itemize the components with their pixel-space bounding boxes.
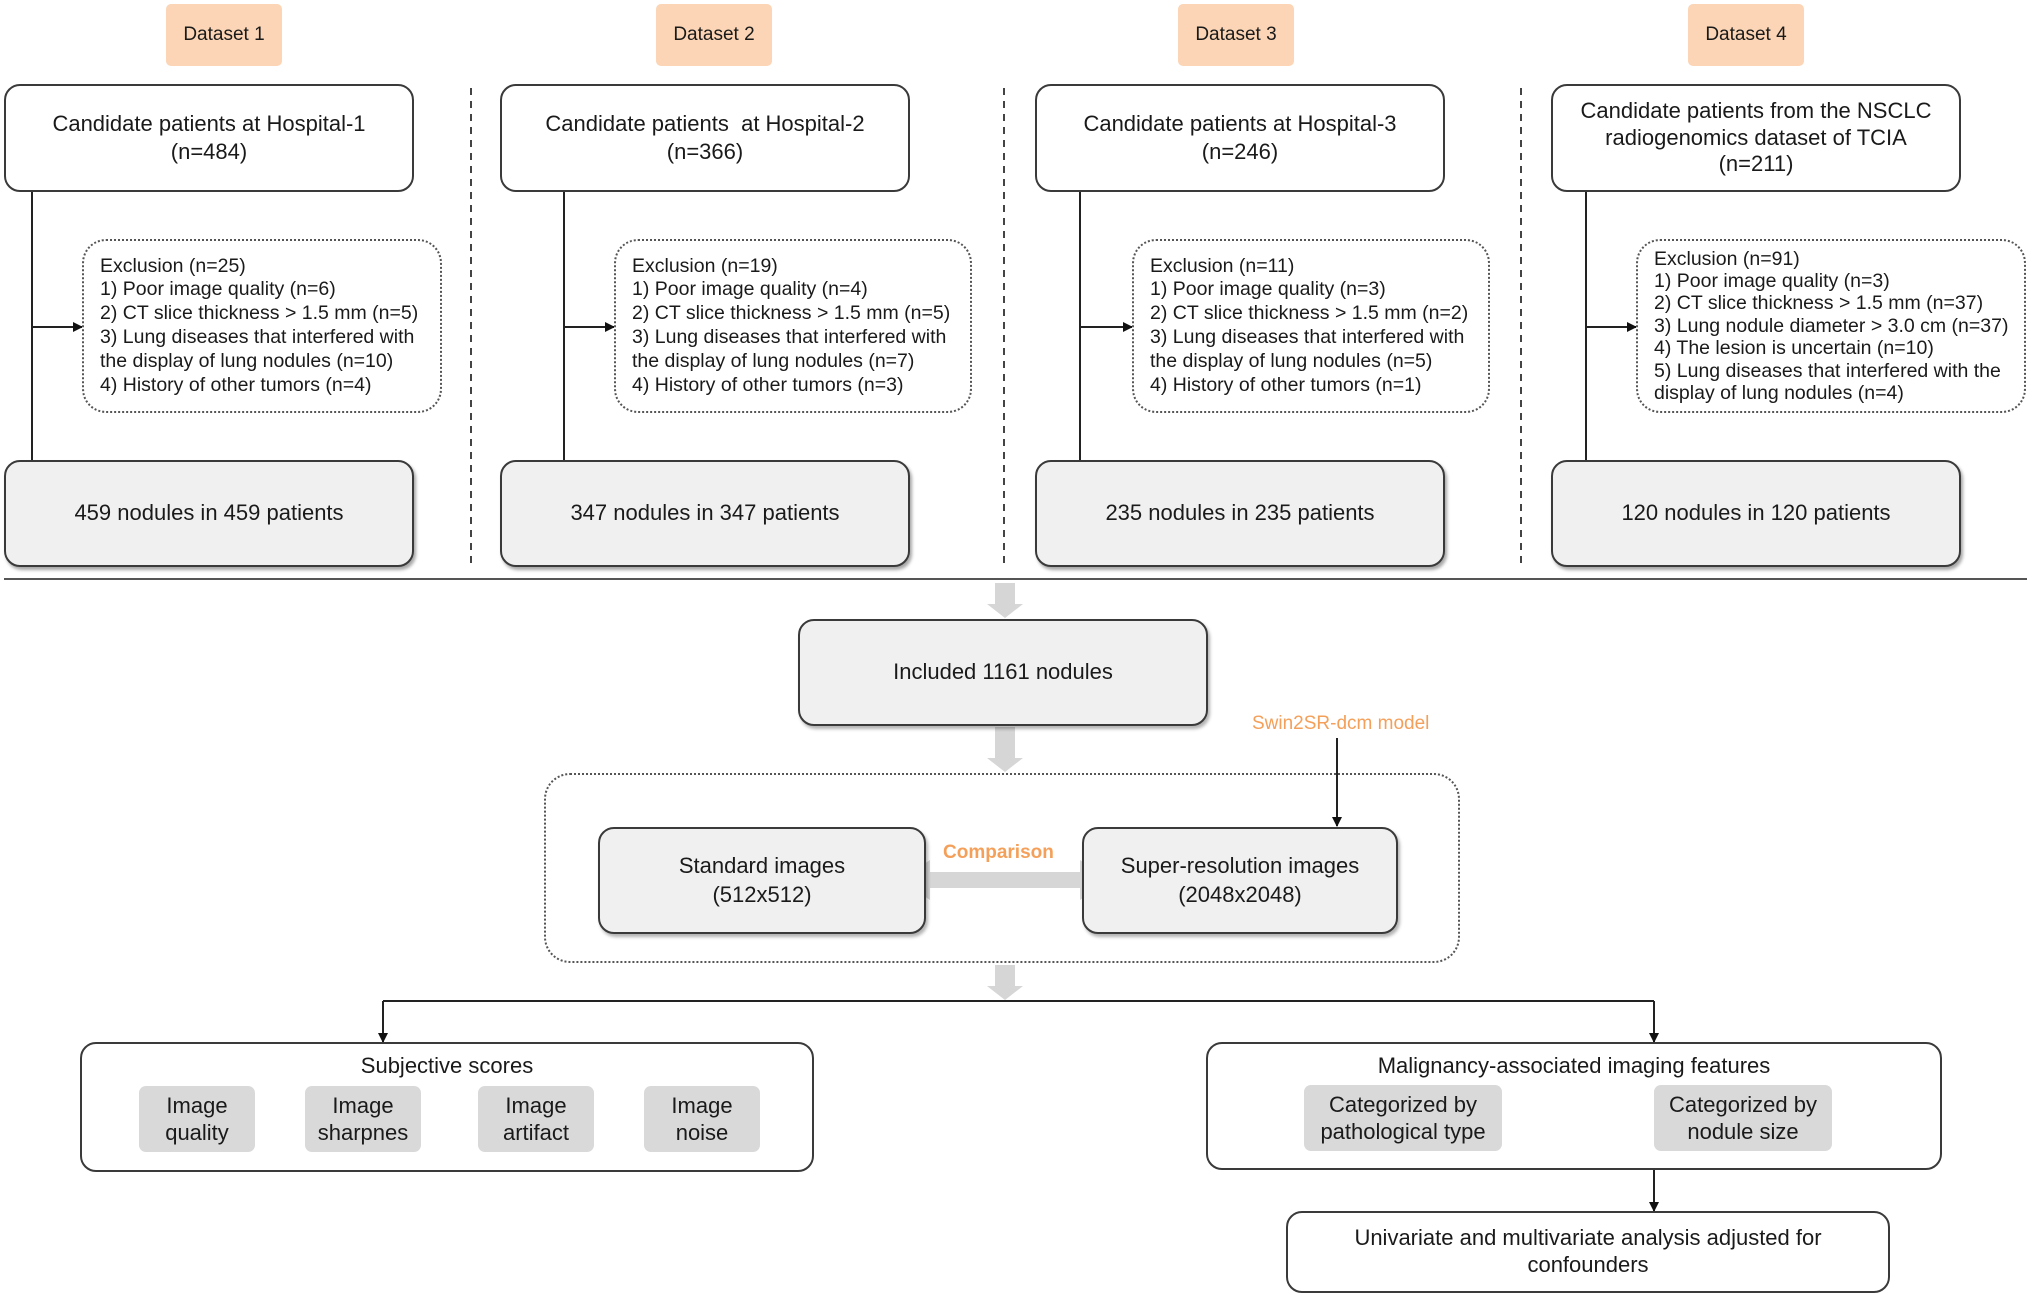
dataset-2-exclusion-line-6: 4) History of other tumors (n=3) (632, 373, 904, 396)
super-resolution-images-line-1: Super-resolution images (1120, 853, 1360, 879)
dataset-4-exclusion-line-2: 1) Poor image quality (n=3) (1654, 269, 1890, 292)
dataset-4-exclusion-box: Exclusion (n=91) 1) Poor image quality (… (1636, 239, 2026, 413)
standard-images-box: Standard images (512x512) (598, 827, 926, 934)
dataset-1-candidate-line-1: Candidate patients at Hospital-1 (52, 110, 366, 136)
dataset-3-exclusion-line-2: 1) Poor image quality (n=3) (1150, 278, 1386, 301)
dataset-3-exclusion-line-6: 4) History of other tumors (n=1) (1150, 373, 1422, 396)
dataset-2-tag-text: Dataset 2 (673, 23, 755, 45)
dataset-2-exclusion-line-4: 3) Lung diseases that interfered with (632, 326, 947, 348)
dataset-3-exclusion-line-4: 3) Lung diseases that interfered with (1150, 326, 1465, 348)
included-nodules-box: Included 1161 nodules (798, 619, 1208, 726)
standard-images-line-1: Standard images (678, 853, 846, 879)
dataset-1-exclusion-line-2: 1) Poor image quality (n=6) (100, 278, 336, 301)
dataset-3-tag-text: Dataset 3 (1195, 23, 1277, 45)
dataset-1-tag-text: Dataset 1 (183, 23, 265, 45)
dataset-1-exclusion-line-4: 3) Lung diseases that interfered with (100, 326, 415, 348)
chip-nodule-size: Categorized by nodule size (1654, 1085, 1832, 1151)
comparison-group (544, 773, 1460, 963)
dataset-3-result-text: 235 nodules in 235 patients (1105, 500, 1375, 526)
included-down-arrow (987, 727, 1023, 772)
dataset-1-exclusion-line-5: the display of lung nodules (n=10) (100, 349, 394, 372)
dataset-4-tag: Dataset 4 (1688, 4, 1804, 66)
dataset-2-exclusion-line-1: Exclusion (n=19) (632, 254, 778, 277)
dataset-3-exclusion-line-1: Exclusion (n=11) (1150, 254, 1295, 277)
dataset-4-exclusion-line-7: display of lung nodules (n=4) (1654, 382, 1904, 405)
dataset-3-tag: Dataset 3 (1178, 4, 1294, 66)
chip-image-artifact-line-2: artifact (502, 1120, 570, 1145)
super-resolution-images-line-2: (2048x2048) (1178, 881, 1302, 907)
dataset-1-exclusion-line-6: 4) History of other tumors (n=4) (100, 373, 372, 396)
subjective-scores-title: Subjective scores (360, 1053, 534, 1078)
dataset-2-candidate-box: Candidate patients at Hospital-2 (n=366) (500, 84, 910, 192)
dataset-2-exclusion-line-3: 2) CT slice thickness > 1.5 mm (n=5) (632, 302, 951, 325)
dataset-4-candidate-box: Candidate patients from the NSCLC radiog… (1551, 84, 1961, 192)
analysis-line-1: Univariate and multivariate analysis adj… (1354, 1225, 1822, 1251)
dataset-2-candidate-line-2: (n=366) (666, 139, 744, 164)
comparison-label: Comparison (943, 842, 1054, 863)
chip-image-quality-line-2: quality (165, 1120, 229, 1145)
dataset-2-result-text: 347 nodules in 347 patients (570, 500, 840, 526)
super-resolution-images-box: Super-resolution images (2048x2048) (1082, 827, 1398, 934)
dataset-4-exclusion-line-6: 5) Lung diseases that interfered with th… (1654, 359, 2001, 382)
chip-image-noise: Image noise (644, 1086, 760, 1152)
model-label: Swin2SR-dcm model (1252, 713, 1430, 734)
dataset-2-candidate-line-1: Candidate patients at Hospital-2 (545, 110, 865, 136)
dataset-2-exclusion-box: Exclusion (n=19) 1) Poor image quality (… (614, 239, 972, 413)
chip-image-noise-line-2: noise (675, 1120, 729, 1145)
dataset-1-result-text: 459 nodules in 459 patients (74, 500, 344, 526)
standard-images-line-2: (512x512) (712, 881, 812, 907)
dataset-2-result-box: 347 nodules in 347 patients (500, 460, 910, 567)
dataset-4-candidate-line-3: (n=211) (1718, 151, 1794, 177)
chip-nodule-size-line-1: Categorized by (1669, 1091, 1817, 1117)
dataset-1-exclusion-box: Exclusion (n=25) 1) Poor image quality (… (82, 239, 442, 413)
chip-pathological-type: Categorized by pathological type (1304, 1085, 1502, 1151)
outcome-down-arrow (987, 965, 1023, 1000)
dataset-2-exclusion-line-2: 1) Poor image quality (n=4) (632, 278, 868, 301)
chip-image-sharpness-line-1: Image (332, 1092, 394, 1118)
dataset-1-exclusion-line-3: 2) CT slice thickness > 1.5 mm (n=5) (100, 302, 419, 325)
dataset-4-exclusion-line-5: 4) The lesion is uncertain (n=10) (1654, 337, 1934, 360)
chip-pathological-type-line-1: Categorized by (1329, 1091, 1477, 1117)
dataset-4-result-box: 120 nodules in 120 patients (1551, 460, 1961, 567)
dataset-4-exclusion-line-3: 2) CT slice thickness > 1.5 mm (n=37) (1654, 292, 1984, 315)
dataset-2-exclusion-line-5: the display of lung nodules (n=7) (632, 349, 915, 372)
dataset-4-exclusion-line-1: Exclusion (n=91) (1654, 247, 1800, 270)
dataset-3-candidate-line-2: (n=246) (1201, 139, 1279, 164)
dataset-4-candidate-line-2: radiogenomics dataset of TCIA (1605, 124, 1907, 150)
dataset-1-tag: Dataset 1 (166, 4, 282, 66)
chip-image-noise-line-1: Image (671, 1092, 733, 1118)
analysis-box: Univariate and multivariate analysis adj… (1286, 1211, 1890, 1293)
chip-image-quality-line-1: Image (166, 1092, 228, 1118)
chip-image-sharpness-line-2: sharpnes (317, 1120, 409, 1145)
comparison-double-arrow (900, 860, 1110, 900)
dataset-1-candidate-line-2: (n=484) (170, 139, 248, 164)
dataset-4-result-text: 120 nodules in 120 patients (1621, 500, 1891, 526)
dataset-4-exclusion-line-4: 3) Lung nodule diameter > 3.0 cm (n=37) (1654, 314, 2009, 337)
dataset-3-result-box: 235 nodules in 235 patients (1035, 460, 1445, 567)
included-nodules-text: Included 1161 nodules (893, 659, 1113, 685)
dataset-3-exclusion-line-3: 2) CT slice thickness > 1.5 mm (n=2) (1150, 302, 1469, 325)
chip-nodule-size-line-2: nodule size (1687, 1119, 1799, 1144)
chip-image-quality: Image quality (139, 1086, 255, 1152)
chip-image-artifact: Image artifact (478, 1086, 594, 1152)
dataset-1-candidate-box: Candidate patients at Hospital-1 (n=484) (4, 84, 414, 192)
dataset-3-exclusion-line-5: the display of lung nodules (n=5) (1150, 349, 1433, 372)
malignancy-features-title: Malignancy-associated imaging features (1377, 1053, 1771, 1078)
chip-image-artifact-line-1: Image (505, 1092, 567, 1118)
chip-image-sharpness: Image sharpnes (305, 1086, 421, 1152)
dataset-4-tag-text: Dataset 4 (1705, 23, 1787, 45)
analysis-line-2: confounders (1527, 1252, 1649, 1277)
dataset-1-result-box: 459 nodules in 459 patients (4, 460, 414, 567)
dataset-1-exclusion-line-1: Exclusion (n=25) (100, 254, 246, 277)
merge-down-arrow (987, 583, 1023, 618)
dataset-2-tag: Dataset 2 (656, 4, 772, 66)
chip-pathological-type-line-2: pathological type (1320, 1119, 1486, 1144)
dataset-3-exclusion-box: Exclusion (n=11) 1) Poor image quality (… (1132, 239, 1490, 413)
dataset-3-candidate-box: Candidate patients at Hospital-3 (n=246) (1035, 84, 1445, 192)
dataset-4-candidate-line-1: Candidate patients from the NSCLC (1580, 97, 1932, 123)
dataset-3-candidate-line-1: Candidate patients at Hospital-3 (1083, 110, 1397, 136)
